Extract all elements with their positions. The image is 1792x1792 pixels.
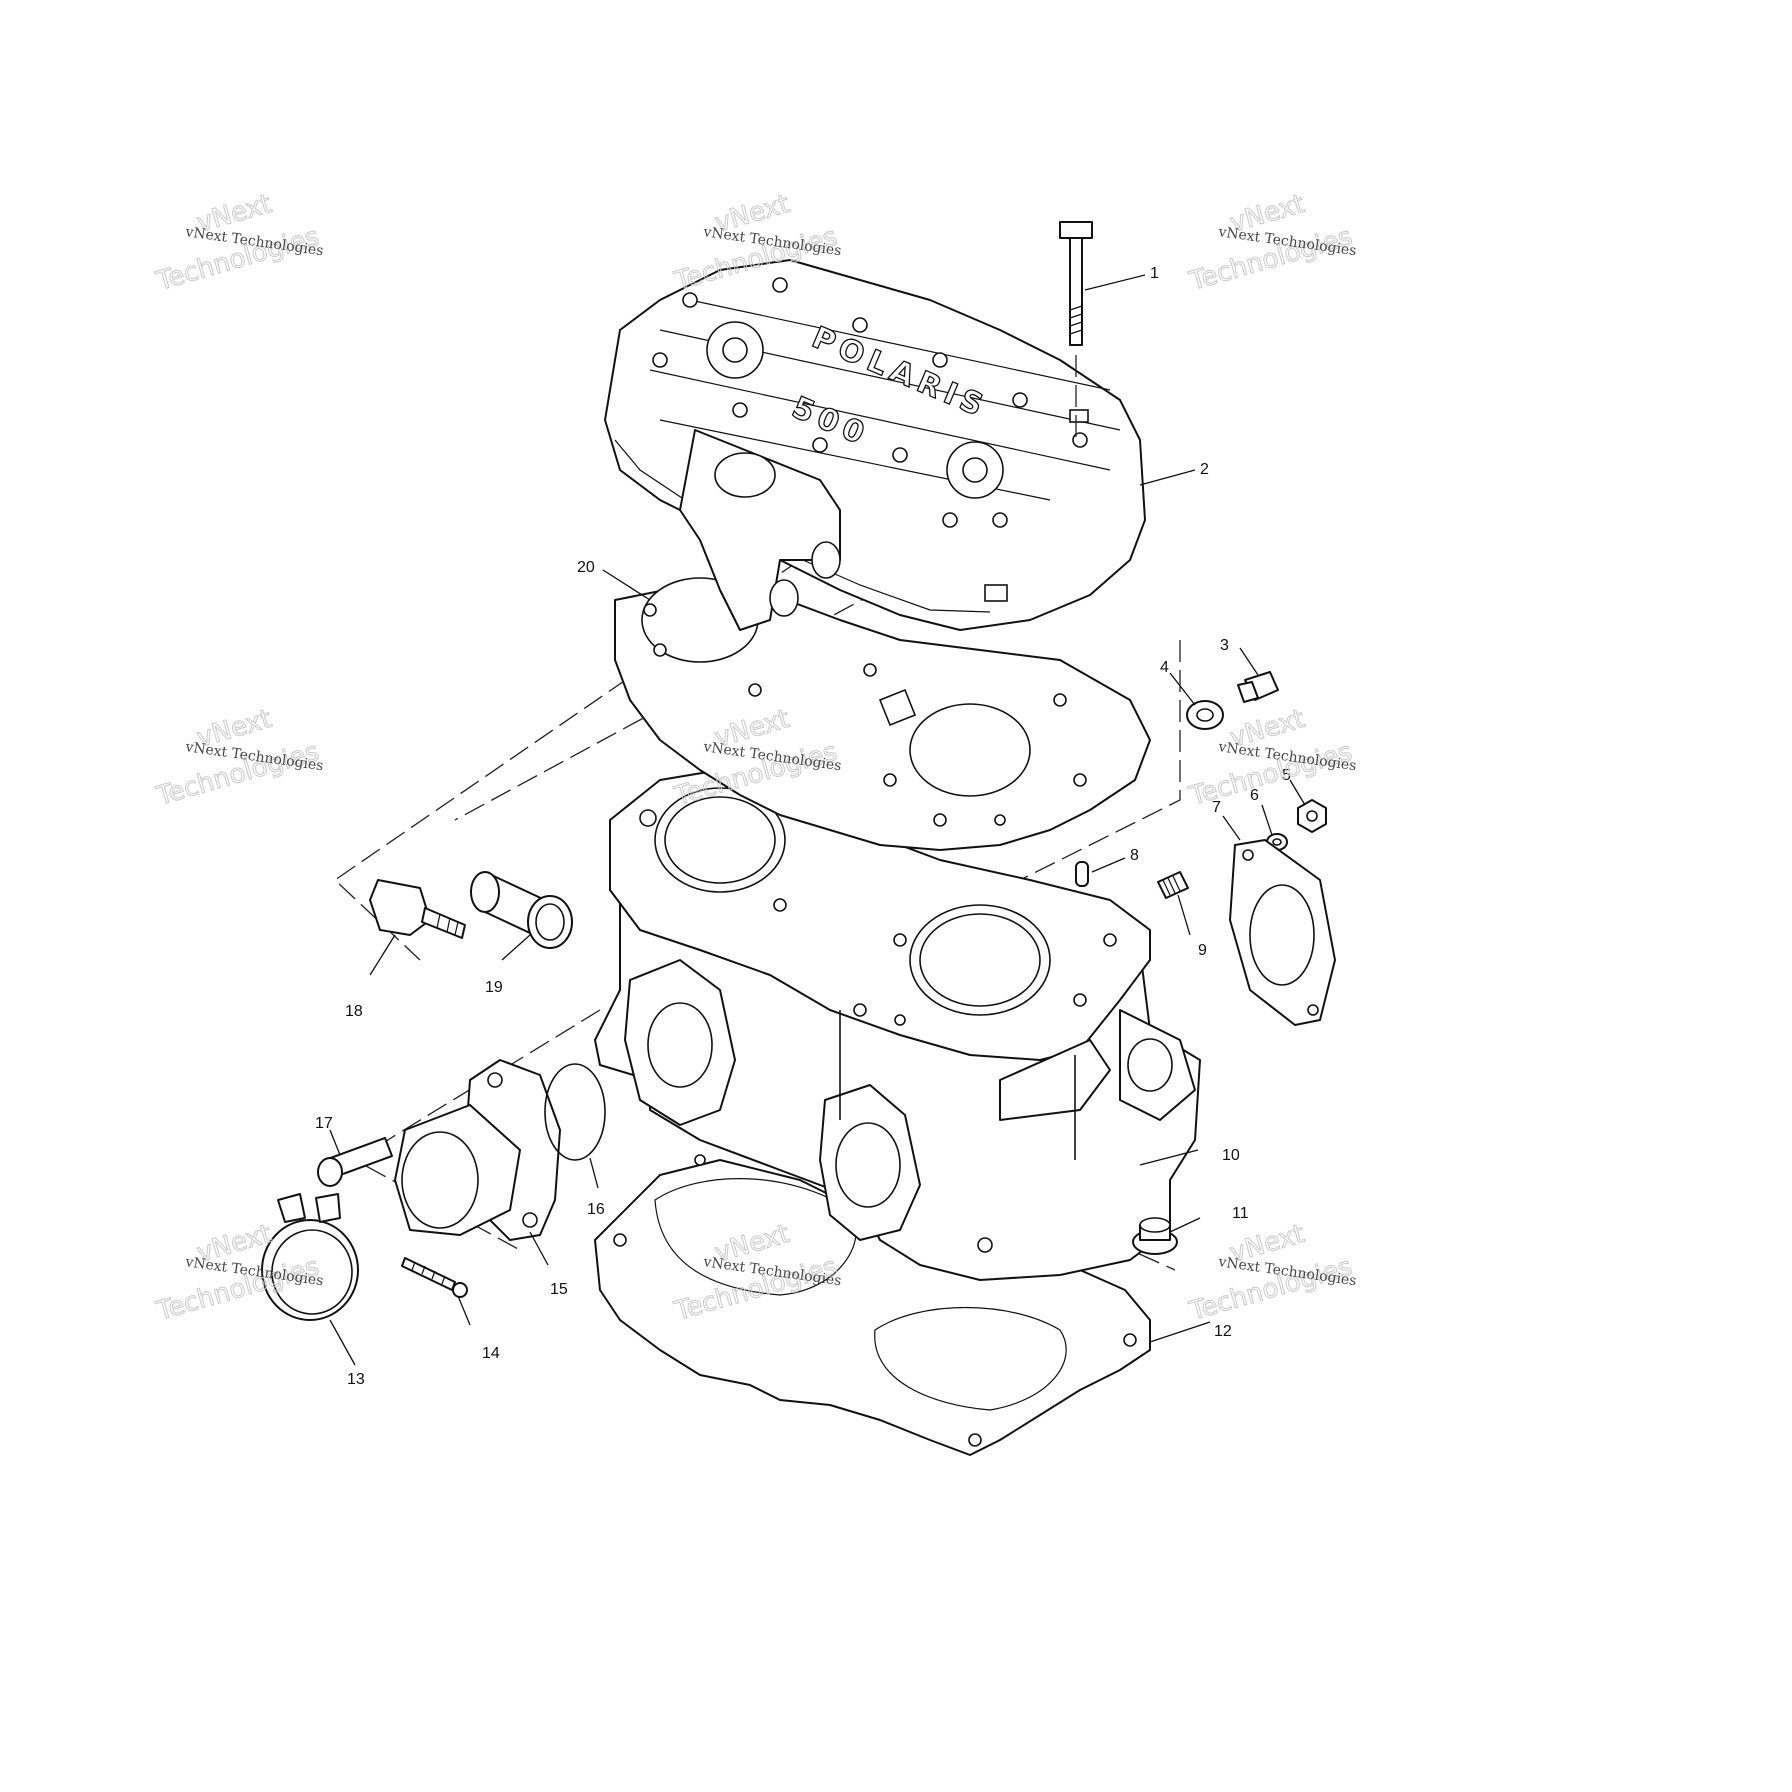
callout-16: 16 [587,1201,605,1218]
callout-4: 4 [1160,659,1169,676]
cylinder-head: POLARIS 500 [604,259,1146,631]
watermark-mid-left: vNext Technologies vNext Technologies [152,703,324,812]
callout-15: 15 [550,1281,568,1298]
flange-nut [1132,1217,1178,1255]
screw [401,1257,468,1298]
callout-8: 8 [1130,847,1139,864]
callout-3: 3 [1220,637,1229,654]
callout-20: 20 [577,559,595,576]
hose-clamp [261,1193,359,1321]
callout-10: 10 [1222,1147,1240,1164]
exhaust-gasket [1229,839,1336,1026]
callout-7: 7 [1212,799,1221,816]
o-ring [544,1063,606,1161]
callout-5: 5 [1282,767,1291,784]
callout-numbers: 1 2 3 4 5 6 7 8 9 10 11 12 13 14 15 16 1… [315,265,1291,1388]
callout-18: 18 [345,1003,363,1020]
stud [1157,871,1189,899]
callout-17: 17 [315,1115,333,1132]
fitting [317,1137,393,1187]
nut [1297,799,1327,833]
callout-2: 2 [1200,461,1209,478]
dowel-pin [1075,861,1089,887]
callout-9: 9 [1198,942,1207,959]
callout-12: 12 [1214,1323,1232,1340]
washer [1186,700,1224,730]
callout-14: 14 [482,1345,500,1362]
intake-flange [394,1059,561,1241]
callout-1: 1 [1150,265,1159,282]
watermark-top-left: vNext Technologies vNext Technologies [152,188,324,297]
sleeve [470,871,573,949]
temperature-sensor [369,879,466,939]
small-bolt [1237,671,1279,703]
callout-leaders [329,274,1306,1366]
head-bolt [1059,221,1093,440]
callout-13: 13 [347,1371,365,1388]
callout-6: 6 [1250,787,1259,804]
callout-19: 19 [485,979,503,996]
watermark-top-right: vNext Technologies vNext Technologies [1185,188,1357,297]
head-gasket [614,577,1151,851]
callout-11: 11 [1232,1205,1249,1222]
watermark-bottom-right: vNext Technologies vNext Technologies [1185,1218,1357,1327]
cylinder-block [594,769,1201,1281]
